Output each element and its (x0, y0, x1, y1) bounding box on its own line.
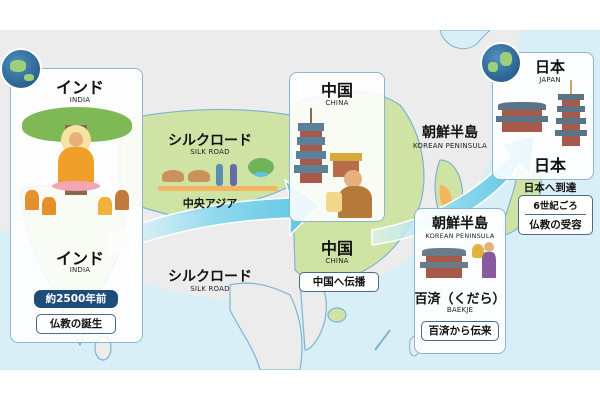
japan-era: 6世紀ごろ (533, 201, 578, 212)
india-title-en: INDIA (69, 96, 91, 104)
silk-road-upper-title-en: SILK ROAD (190, 148, 230, 156)
china-title: 中国 (320, 81, 353, 100)
silk-road-lower-title: シルクロード (168, 269, 252, 285)
korea-title: 朝鮮半島 (432, 216, 488, 232)
caption-india: 仏教の誕生 (36, 314, 116, 334)
baekje-label: 百済（くだら） (414, 292, 506, 307)
silk-road-upper-title: シルクロード (168, 133, 252, 149)
china-title-en: CHINA (325, 99, 349, 107)
japan-label: 日本 (533, 156, 566, 175)
japan-arrival: 日本へ到達 (523, 182, 577, 194)
india-label: インド (55, 249, 104, 268)
central-asia-label: 中央アジア (182, 197, 238, 210)
globe-icon-japan (480, 42, 522, 84)
caption-japan: 仏教の受容 (529, 219, 582, 231)
era-badge-india: 約2500年前 (34, 290, 118, 308)
japan-title-en: JAPAN (539, 76, 561, 84)
buddhism-spread-map: インド INDIA インド INDIA 約2500年前 仏教の誕生 シルクロード… (0, 30, 600, 370)
japan-title: 日本 (534, 58, 565, 76)
china-label: 中国 (320, 239, 353, 258)
japanese-temple-and-pagoda-icon (496, 80, 592, 152)
india-title: インド (55, 78, 104, 97)
korea-title-en: KOREAN PENINSULA (425, 232, 495, 240)
caption-china: 中国へ伝播 (299, 272, 379, 292)
japan-era-box: 6世紀ごろ 仏教の受容 (518, 195, 593, 235)
korean-temple-and-buddha-statue-icon (420, 240, 502, 282)
baekje-label-en: BAEKJE (446, 306, 474, 314)
korea-map-title: 朝鮮半島 (422, 125, 478, 141)
buddha-under-bodhi-tree-icon (20, 105, 135, 215)
india-label-en: INDIA (69, 266, 91, 274)
globe-icon-india (0, 48, 42, 90)
camel-caravan-icon (158, 158, 278, 198)
caption-korea: 百済から伝来 (421, 321, 499, 341)
pagoda-and-monk-icon (294, 108, 381, 220)
silk-road-lower-title-en: SILK ROAD (190, 285, 230, 293)
korea-map-title-en: KOREAN PENINSULA (412, 142, 488, 150)
china-label-en: CHINA (325, 257, 349, 265)
